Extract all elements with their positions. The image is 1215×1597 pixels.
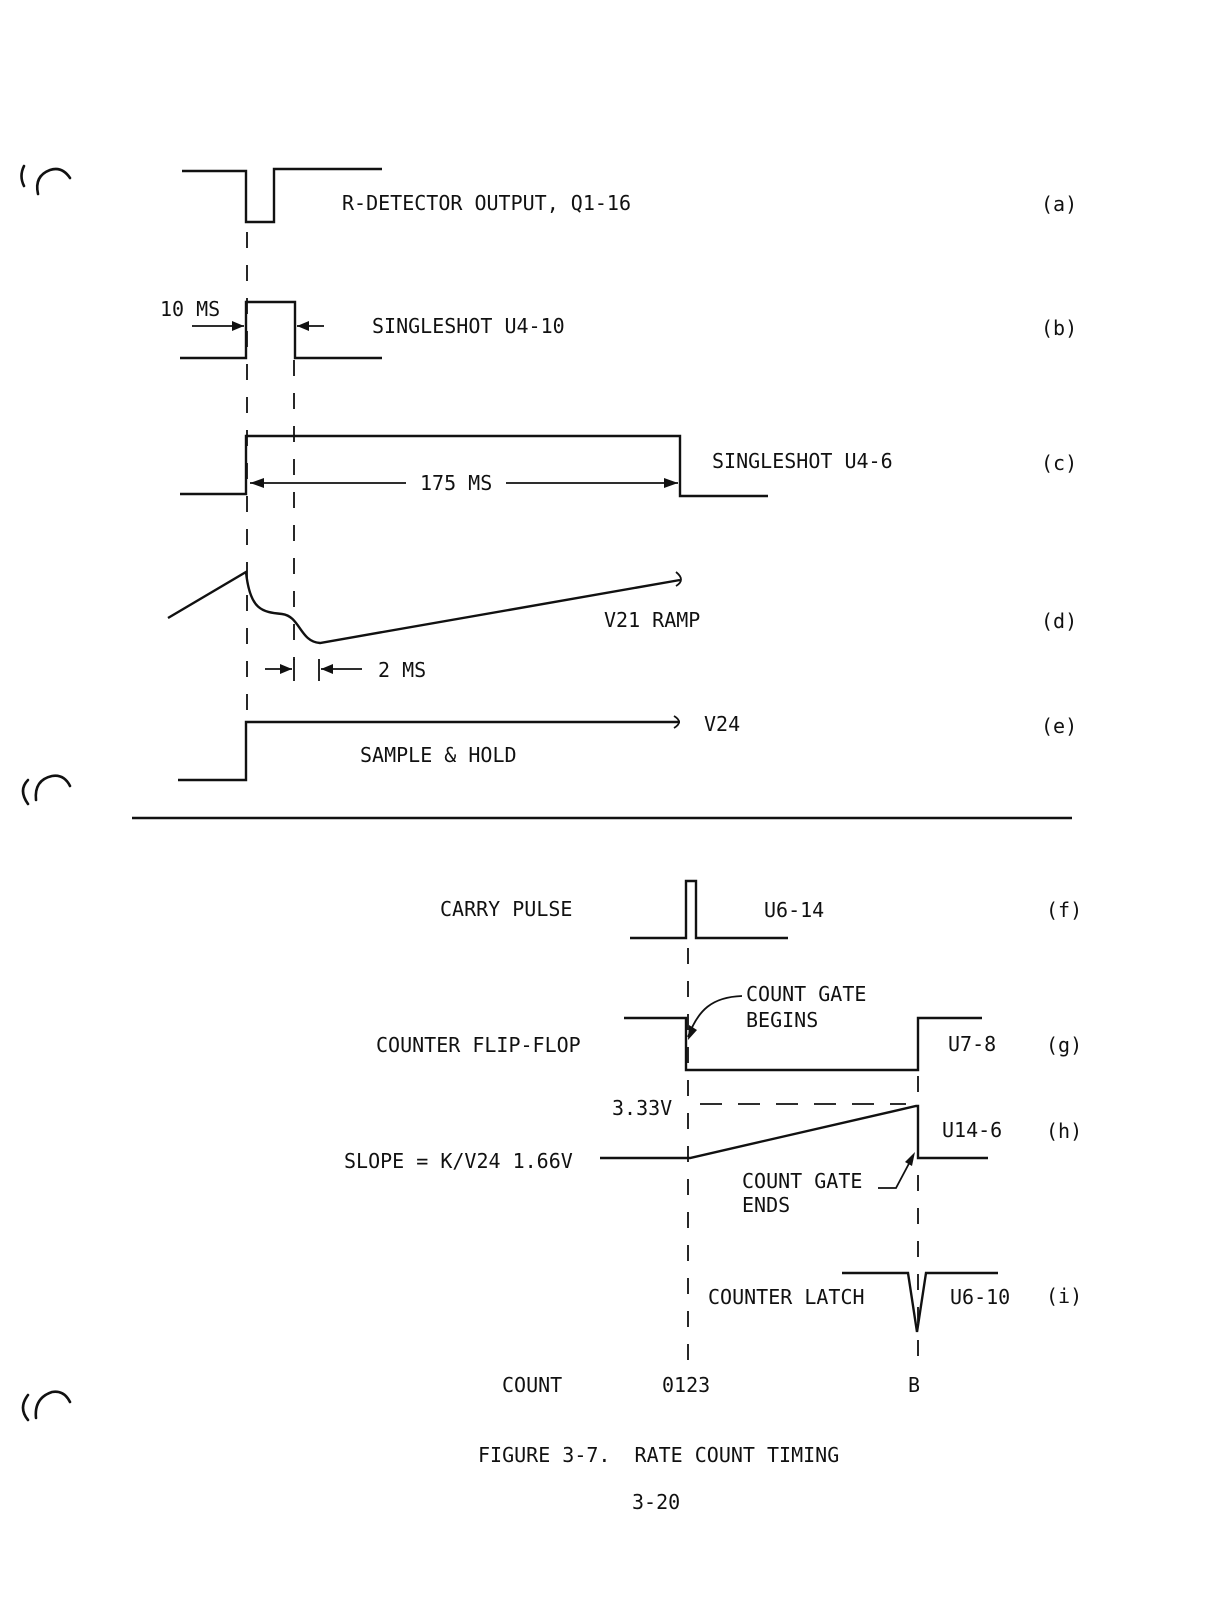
signal-f-tag: (f)	[1046, 898, 1082, 922]
arrowhead	[905, 1152, 915, 1166]
break-mark	[675, 571, 682, 587]
count-start-value: 0123	[662, 1373, 710, 1397]
signal-d-label: V21 RAMP	[604, 608, 700, 632]
arrowhead	[688, 1025, 697, 1040]
signal-i-pin: U6-10	[950, 1285, 1010, 1309]
signal-b-label: SINGLESHOT U4-10	[372, 314, 565, 338]
signal-g-pin: U7-8	[948, 1032, 996, 1056]
arrowhead	[297, 321, 309, 331]
signal-b-tag: (b)	[1041, 316, 1077, 340]
signal-h-label: SLOPE = K/V24 1.66V	[344, 1149, 573, 1173]
signal-h-pin: U14-6	[942, 1118, 1002, 1142]
arrowhead	[280, 664, 292, 674]
count-gate-begins-line1: COUNT GATE	[746, 982, 866, 1006]
count-label: COUNT	[502, 1373, 562, 1397]
arrowhead	[664, 478, 678, 488]
page-number: 3-20	[632, 1490, 680, 1514]
break-mark	[673, 715, 680, 729]
signal-i-tag: (i)	[1046, 1284, 1082, 1308]
waveform-i	[842, 1271, 998, 1333]
signal-a-label: R-DETECTOR OUTPUT, Q1-16	[342, 191, 631, 215]
node-v24-label: V24	[704, 712, 740, 736]
signal-c-tag: (c)	[1041, 451, 1077, 475]
waveform-g	[624, 1016, 982, 1072]
figure-caption: FIGURE 3-7. RATE COUNT TIMING	[478, 1443, 839, 1467]
waveform-b	[180, 300, 382, 360]
duration-label: 175 MS	[420, 471, 492, 495]
signal-e-tag: (e)	[1041, 714, 1077, 738]
waveform-e	[178, 720, 680, 782]
delay-label: 2 MS	[378, 658, 426, 682]
signal-e-label: SAMPLE & HOLD	[360, 743, 517, 767]
count-gate-ends-line2: ENDS	[742, 1193, 790, 1217]
arrowhead	[232, 321, 244, 331]
count-gate-begins-line2: BEGINS	[746, 1008, 818, 1032]
signal-d-tag: (d)	[1041, 609, 1077, 633]
signal-h-tag: (h)	[1046, 1119, 1082, 1143]
signal-c-label: SINGLESHOT U4-6	[712, 449, 893, 473]
waveform-h	[600, 1104, 988, 1160]
arrowhead	[250, 478, 264, 488]
count-gate-ends-line1: COUNT GATE	[742, 1169, 862, 1193]
signal-f-label: CARRY PULSE	[440, 897, 572, 921]
signal-i-label: COUNTER LATCH	[708, 1285, 865, 1309]
signal-f-pin: U6-14	[764, 898, 824, 922]
waveform-d	[167, 570, 681, 645]
signal-g-label: COUNTER FLIP-FLOP	[376, 1033, 581, 1057]
binder-hole-marks	[20, 164, 72, 1422]
leader-count-gate-ends	[878, 1155, 914, 1189]
waveform-f	[630, 879, 788, 940]
signal-a-tag: (a)	[1041, 192, 1077, 216]
signal-g-tag: (g)	[1046, 1033, 1082, 1057]
waveform-a	[182, 167, 382, 224]
count-end-value: B	[908, 1373, 920, 1397]
level-label: 3.33V	[612, 1096, 672, 1120]
waveform-c	[180, 434, 768, 498]
pulse-width-label: 10 MS	[160, 297, 220, 321]
arrowhead	[321, 664, 333, 674]
